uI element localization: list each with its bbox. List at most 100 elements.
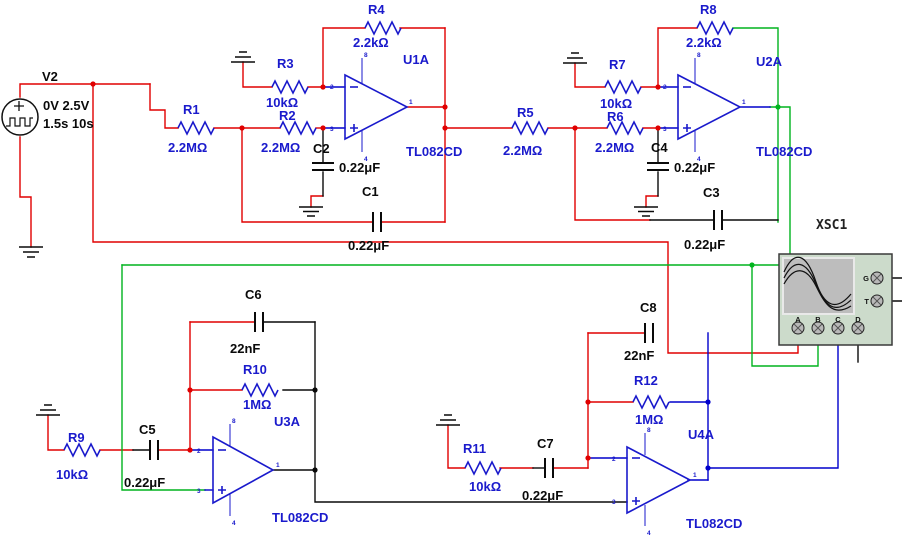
oscilloscope-XSC1[interactable]: XSC1 A B C D G T [778, 218, 893, 346]
opamp-U1A[interactable]: 2 3 1 8 4 U1A TL082CD [330, 52, 462, 163]
pin-number: 3 [612, 499, 616, 506]
terminal-label-g: G [863, 274, 869, 283]
pin-number: 2 [663, 84, 667, 91]
oscilloscope-screen [782, 256, 855, 315]
pin-number: 1 [693, 472, 697, 479]
source-V2[interactable]: V2 0V 2.5V 1.5s 10s [1, 69, 94, 136]
pin-number: 8 [364, 52, 368, 59]
pin-number: 8 [697, 52, 701, 59]
capacitor-value: 0.22μF [124, 475, 165, 490]
resistor-value: 10kΩ [266, 95, 298, 110]
capacitor-ref: C5 [139, 422, 156, 437]
capacitor-C7[interactable]: C7 0.22μF [522, 436, 563, 503]
opamp-U2A[interactable]: 2 3 1 8 4 U2A TL082CD [663, 52, 812, 163]
noninverting-input-icon [683, 124, 691, 132]
capacitor-value: 22nF [624, 348, 654, 363]
terminal-label-d: D [855, 315, 861, 324]
resistor-value: 2.2MΩ [503, 143, 542, 158]
capacitor-ref: C7 [537, 436, 554, 451]
source-value: 0V 2.5V [43, 98, 90, 113]
capacitor-value: 0.22μF [339, 160, 380, 175]
resistor-R7[interactable]: R7 10kΩ [600, 57, 642, 111]
terminal-t[interactable] [870, 294, 884, 308]
wire-net-blue[interactable] [189, 86, 839, 491]
opamp-ref: U1A [403, 52, 430, 67]
resistor-value: 2.2MΩ [261, 140, 300, 155]
capacitor-C3[interactable]: C3 0.22μF [684, 185, 725, 252]
terminal-d[interactable] [851, 321, 865, 335]
capacitor-value: 22nF [230, 341, 260, 356]
capacitor-ref: C2 [313, 141, 330, 156]
capacitor-C8[interactable]: C8 22nF [624, 300, 657, 363]
pin-number: 4 [232, 520, 236, 527]
plus-polarity-icon [14, 101, 24, 111]
resistor-ref: R4 [368, 2, 385, 17]
waveform-icon [783, 256, 852, 311]
capacitor-C5[interactable]: C5 0.22μF [124, 422, 165, 490]
capacitor-value: 0.22μF [684, 237, 725, 252]
pin-number: 4 [364, 156, 368, 163]
resistor-R4[interactable]: R4 2.2kΩ [353, 2, 402, 50]
capacitor-value: 0.22μF [348, 238, 389, 253]
capacitor-C6[interactable]: C6 22nF [230, 287, 264, 356]
pin-number: 3 [330, 126, 334, 133]
opamp-ref: U4A [688, 427, 715, 442]
resistor-R5[interactable]: R5 2.2MΩ [503, 105, 549, 158]
resistor-ref: R1 [183, 102, 200, 117]
noninverting-input-icon [632, 497, 640, 505]
pin-number: 1 [276, 462, 280, 469]
resistor-ref: R8 [700, 2, 717, 17]
opamp-U3A[interactable]: 2 3 1 8 4 U3A TL082CD [197, 414, 328, 527]
opamp-part: TL082CD [272, 510, 328, 525]
resistor-R10[interactable]: R10 1MΩ [241, 362, 279, 412]
opamp-part: TL082CD [406, 144, 462, 159]
pin-number: 8 [232, 418, 236, 425]
pin-number: 2 [330, 84, 334, 91]
pin-number: 3 [663, 126, 667, 133]
resistor-R9[interactable]: R9 10kΩ [56, 430, 101, 482]
terminal-a[interactable] [791, 321, 805, 335]
resistor-R1[interactable]: R1 2.2MΩ [168, 102, 215, 155]
capacitor-ref: C6 [245, 287, 262, 302]
terminal-label-b: B [815, 315, 821, 324]
terminal-b[interactable] [811, 321, 825, 335]
pin-number: 4 [647, 530, 651, 537]
oscilloscope-ref: XSC1 [816, 218, 847, 233]
capacitor-ref: C8 [640, 300, 657, 315]
resistor-R3[interactable]: R3 10kΩ [266, 56, 309, 110]
pin-number: 2 [197, 448, 201, 455]
capacitor-ref: C1 [362, 184, 379, 199]
resistor-value: 2.2MΩ [168, 140, 207, 155]
wire-net-green[interactable] [121, 27, 819, 491]
resistor-R8[interactable]: R8 2.2kΩ [686, 2, 734, 50]
capacitor-ref: C4 [651, 140, 668, 155]
resistor-R2[interactable]: R2 2.2MΩ [261, 108, 317, 155]
source-timing: 1.5s 10s [43, 116, 94, 131]
terminal-label-t: T [864, 297, 869, 306]
resistor-value: 10kΩ [600, 96, 632, 111]
resistor-value: 1MΩ [635, 412, 663, 427]
pin-number: 3 [197, 488, 201, 495]
capacitor-C4[interactable]: C4 0.22μF [647, 140, 715, 175]
source-ref: V2 [42, 69, 58, 84]
pin-number: 2 [612, 456, 616, 463]
resistor-value: 2.2MΩ [595, 140, 634, 155]
capacitor-C1[interactable]: C1 0.22μF [348, 184, 389, 253]
opamp-part: TL082CD [756, 144, 812, 159]
resistor-value: 10kΩ [56, 467, 88, 482]
capacitor-value: 0.22μF [522, 488, 563, 503]
resistor-R11[interactable]: R11 10kΩ [463, 441, 502, 494]
resistor-ref: R11 [463, 441, 486, 456]
terminal-g[interactable] [870, 271, 884, 285]
resistor-R12[interactable]: R12 1MΩ [632, 373, 670, 427]
resistor-R6[interactable]: R6 2.2MΩ [595, 109, 644, 155]
ground-symbol[interactable] [19, 51, 658, 426]
opamp-U4A[interactable]: 2 3 1 8 4 U4A TL082CD [612, 427, 742, 537]
junction-dots [90, 81, 781, 473]
pin-number: 1 [742, 99, 746, 106]
resistor-ref: R9 [68, 430, 85, 445]
capacitor-C2[interactable]: C2 0.22μF [312, 141, 380, 175]
terminal-c[interactable] [831, 321, 845, 335]
resistor-value: 1MΩ [243, 397, 271, 412]
